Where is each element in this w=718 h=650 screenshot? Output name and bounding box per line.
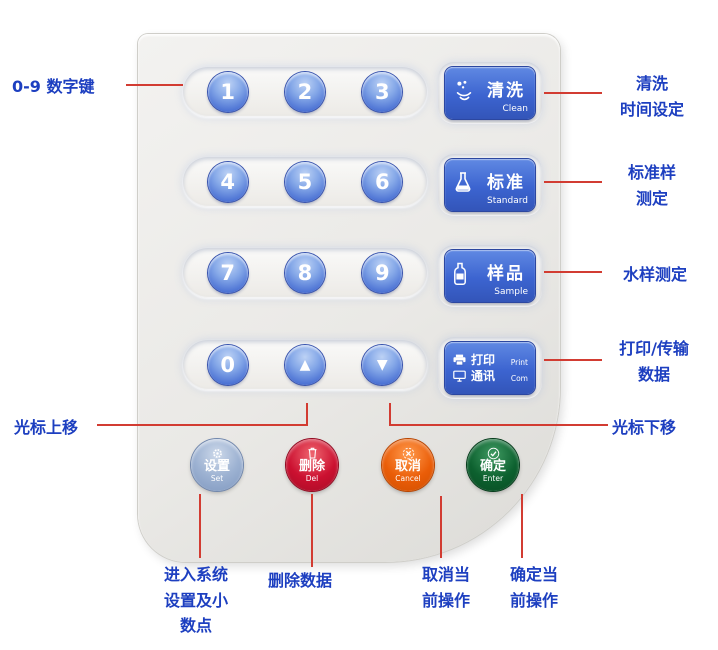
sample-key[interactable]: 样品 Sample [445, 250, 535, 302]
annotation-cursor-down: 光标下移 [612, 418, 677, 437]
key-6[interactable]: 6 [362, 162, 403, 202]
sample-key-recess: 样品 Sample [438, 245, 542, 307]
com-label: 通讯 [471, 369, 496, 383]
set-key-sublabel: Set [210, 473, 224, 483]
key-7[interactable]: 7 [207, 253, 248, 293]
cursor-down-key[interactable]: ▼ [362, 345, 403, 385]
print-row: 打印 Print [452, 354, 528, 366]
key-1[interactable]: 1 [207, 72, 248, 112]
leader-line-delete [311, 494, 313, 567]
check-icon [487, 447, 500, 460]
digit-row-3: 7 8 9 [183, 248, 427, 298]
annotation-delete-key: 删除数据 [268, 571, 333, 590]
key-3[interactable]: 3 [362, 72, 403, 112]
annotation-water-sample: 水样测定 [622, 265, 687, 284]
down-arrow-icon: ▼ [376, 357, 388, 373]
standard-key-label: 标准 [487, 173, 525, 193]
digit-row-1: 1 2 3 [183, 67, 427, 117]
key-0[interactable]: 0 [207, 345, 248, 385]
leader-line-enter [521, 494, 523, 558]
up-arrow-icon: ▲ [299, 357, 311, 373]
com-sublabel: Com [510, 373, 528, 383]
leader-line-cursor-up-vertical [306, 403, 308, 426]
cursor-up-key[interactable]: ▲ [284, 345, 325, 385]
cancel-key[interactable]: 取消 Cancel [382, 439, 434, 491]
leader-line-clean [544, 92, 602, 94]
enter-key-label: 确定 [479, 458, 506, 474]
clean-key-recess: 清洗 Clean [438, 62, 542, 124]
leader-line-cancel [440, 496, 442, 558]
wash-droplets-icon [453, 79, 475, 103]
standard-key-recess: 标准 Standard [438, 154, 542, 216]
print-label: 打印 [471, 353, 496, 367]
clean-key-label: 清洗 [487, 81, 525, 101]
com-row: 通讯 Com [452, 370, 528, 382]
gear-icon [211, 447, 224, 460]
cancel-key-label: 取消 [394, 458, 421, 474]
print-com-key[interactable]: 打印 Print 通讯 Com [445, 342, 535, 394]
key-4[interactable]: 4 [207, 162, 248, 202]
key-2[interactable]: 2 [284, 72, 325, 112]
key-9[interactable]: 9 [362, 253, 403, 293]
standard-key[interactable]: 标准 Standard [445, 159, 535, 211]
annotation-cursor-up: 光标上移 [14, 418, 79, 437]
annotation-clean-time: 清洗 时间设定 [619, 74, 684, 119]
leader-line-digits [126, 84, 183, 86]
cancel-key-sublabel: Cancel [395, 473, 421, 483]
leader-line-print [544, 359, 602, 361]
set-key-label: 设置 [203, 458, 230, 474]
sample-key-sublabel: Sample [494, 287, 528, 297]
printer-icon [452, 354, 467, 366]
enter-key-sublabel: Enter [482, 473, 504, 483]
digit-row-2: 4 5 6 [183, 157, 427, 207]
print-com-key-recess: 打印 Print 通讯 Com [438, 337, 542, 399]
monitor-icon [452, 370, 467, 382]
enter-key[interactable]: 确定 Enter [467, 439, 519, 491]
flask-icon [453, 171, 473, 195]
standard-key-sublabel: Standard [487, 196, 528, 206]
key-5[interactable]: 5 [284, 162, 325, 202]
clean-key-sublabel: Clean [502, 104, 528, 114]
annotation-set-key: 进入系统 设置及小 数点 [163, 565, 228, 636]
sample-key-label: 样品 [487, 264, 525, 284]
bottle-icon [453, 262, 467, 286]
cross-icon [402, 447, 415, 460]
leader-line-standard [544, 181, 602, 183]
leader-line-set [199, 494, 201, 558]
delete-key[interactable]: 删除 Del [286, 439, 338, 491]
print-sublabel: Print [510, 357, 528, 367]
annotation-enter-key: 确定当 前操作 [509, 565, 558, 610]
trash-icon [307, 447, 318, 460]
device-front-panel: 1 2 3 4 5 6 7 8 9 0 ▲ ▼ [138, 34, 560, 562]
leader-line-cursor-up-horizontal [97, 424, 308, 426]
annotation-digit-keys: 0-9 数字键 [12, 77, 95, 96]
delete-key-sublabel: Del [305, 473, 319, 483]
annotation-print-transfer: 打印/传输 数据 [619, 339, 689, 384]
leader-line-cursor-down-vertical [389, 403, 391, 426]
annotation-cancel-key: 取消当 前操作 [421, 565, 470, 610]
delete-key-label: 删除 [298, 458, 325, 474]
annotation-standard-measure: 标准样 测定 [627, 163, 676, 208]
zero-arrow-row: 0 ▲ ▼ [183, 340, 427, 390]
key-8[interactable]: 8 [284, 253, 325, 293]
clean-key[interactable]: 清洗 Clean [445, 67, 535, 119]
leader-line-cursor-down-horizontal [389, 424, 608, 426]
leader-line-sample [544, 271, 602, 273]
set-key[interactable]: 设置 Set [191, 439, 243, 491]
